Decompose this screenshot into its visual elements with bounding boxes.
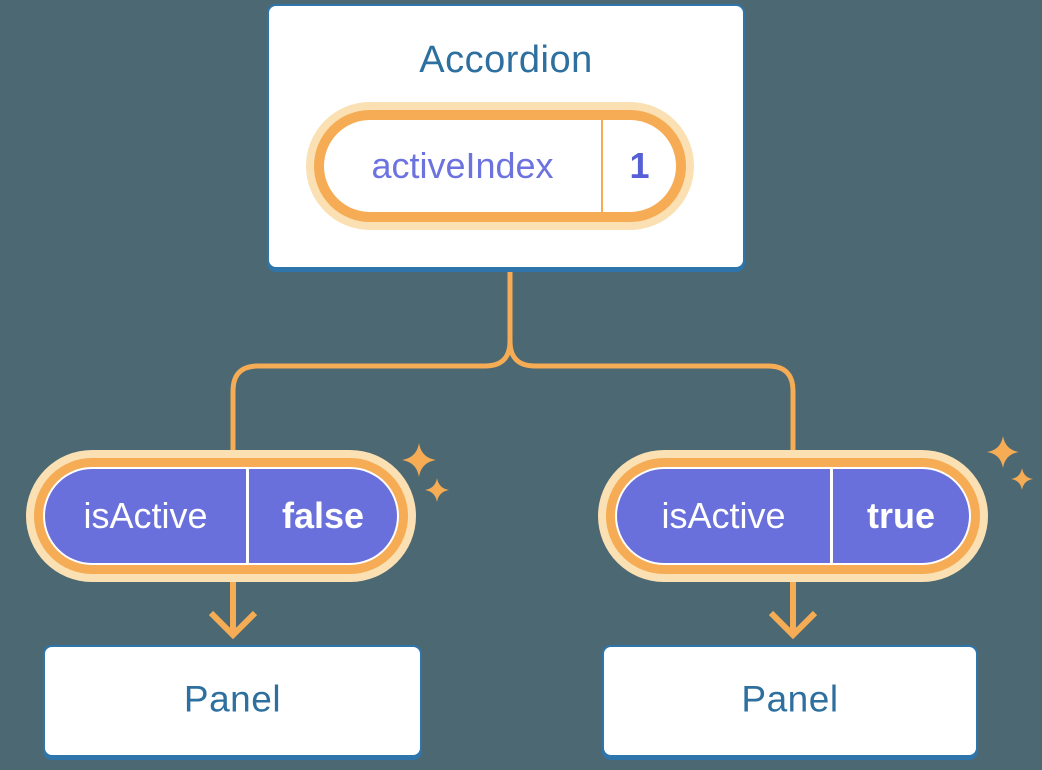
arrow-down-icon — [208, 580, 258, 640]
bool-pill-value: true — [833, 469, 969, 563]
bool-pill-value: false — [249, 469, 397, 563]
sparkle-small-icon — [425, 478, 449, 502]
panel-title: Panel — [183, 678, 282, 720]
panel-card: Panel — [43, 645, 422, 757]
connector-tree-lines — [230, 269, 796, 452]
sparkle-large-icon — [402, 443, 436, 477]
sparkle-small-icon — [1011, 468, 1033, 490]
sparkle-large-icon — [987, 436, 1019, 468]
bool-pill-label: isActive — [45, 469, 246, 563]
accordion-title: Accordion — [419, 39, 593, 81]
panel-card: Panel — [602, 645, 978, 757]
bool-pill-label: isActive — [617, 469, 830, 563]
state-pill-label: activeIndex — [371, 145, 554, 186]
is-active-pill-true: isActive true — [606, 458, 980, 574]
is-active-pill-false: isActive false — [34, 458, 408, 574]
state-pill-value: 1 — [629, 145, 650, 186]
panel-title: Panel — [741, 678, 839, 720]
arrow-down-icon — [768, 580, 818, 640]
pill-divider — [601, 120, 603, 212]
active-index-pill: activeIndex 1 — [314, 110, 686, 222]
